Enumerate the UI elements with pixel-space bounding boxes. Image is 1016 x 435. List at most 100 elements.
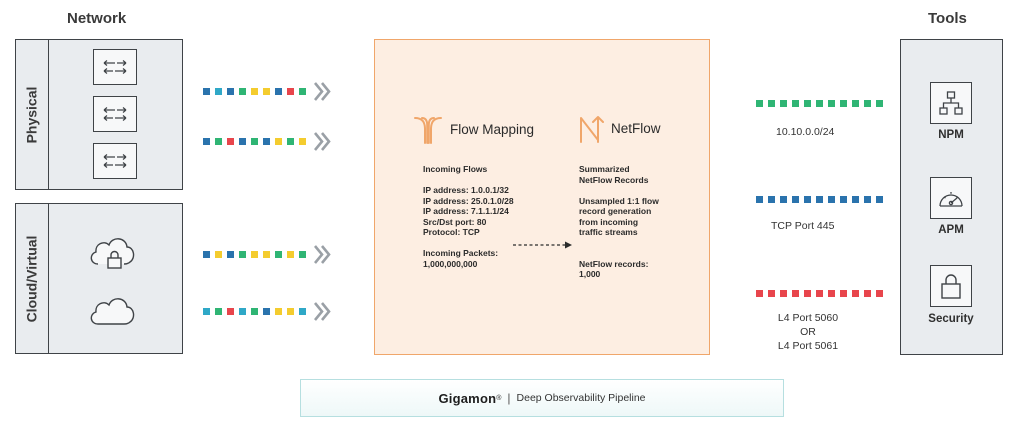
packet-square <box>251 251 258 258</box>
cloud-icon <box>86 290 138 335</box>
incoming-flows-line <box>423 175 514 186</box>
packet-square <box>215 88 222 95</box>
netflow-records-line <box>579 185 659 196</box>
netflow-title: NetFlow <box>611 121 661 136</box>
netflow-records-line: 1,000 <box>579 269 601 279</box>
packet-square <box>227 88 234 95</box>
packet-square <box>239 251 246 258</box>
apm-filter-label: TCP Port 445 <box>771 220 835 232</box>
netflow-records-line: Unsampled 1:1 flow <box>579 195 659 206</box>
incoming-flows-line: 1,000,000,000 <box>423 258 478 269</box>
packet-square <box>287 308 294 315</box>
incoming-stream-3 <box>203 245 331 264</box>
chevron-right-icon <box>313 82 324 101</box>
packet-square <box>792 100 799 107</box>
packet-square <box>299 308 306 315</box>
packet-square <box>263 138 270 145</box>
packet-square <box>768 100 775 107</box>
chevron-right-icon <box>320 302 331 321</box>
packet-square <box>780 196 787 203</box>
netflow-records-line: record generation <box>579 206 652 216</box>
packet-square <box>299 251 306 258</box>
packet-square <box>275 138 282 145</box>
apm-label: APM <box>938 224 964 236</box>
packet-square <box>804 290 811 297</box>
chevron-right-icon <box>320 82 331 101</box>
npm-label: NPM <box>938 129 964 141</box>
chevron-right-icon <box>313 245 324 264</box>
packet-square <box>768 290 775 297</box>
packet-square <box>816 100 823 107</box>
packet-square <box>299 88 306 95</box>
packet-square <box>864 290 871 297</box>
outgoing-stream-npm <box>756 100 883 107</box>
incoming-flows-line: Src/Dst port: 80 <box>423 216 487 227</box>
packet-square <box>828 196 835 203</box>
cloud-virtual-panel <box>15 203 183 354</box>
network-topology-icon <box>930 82 972 124</box>
incoming-flows-line: IP address: 7.1.1.1/24 <box>423 206 509 216</box>
flow-mapping-title: Flow Mapping <box>450 122 535 137</box>
packet-square <box>203 138 210 145</box>
packet-square <box>287 88 294 95</box>
chevron-right-icon <box>313 302 324 321</box>
incoming-stream-4 <box>203 302 331 321</box>
security-filter-line-2: OR <box>800 326 816 338</box>
packet-square <box>215 138 222 145</box>
packet-square <box>792 290 799 297</box>
outgoing-stream-security <box>756 290 883 297</box>
switch-icon <box>93 143 137 179</box>
footer-text: Deep Observability Pipeline <box>516 392 646 404</box>
network-heading: Network <box>67 10 127 27</box>
physical-label: Physical <box>23 86 40 143</box>
packet-square <box>275 308 282 315</box>
packet-square <box>251 88 258 95</box>
netflow-records-line: traffic streams <box>579 227 638 237</box>
packet-square <box>780 100 787 107</box>
tools-heading: Tools <box>928 10 967 27</box>
packet-square <box>251 308 258 315</box>
netflow-records-line: NetFlow Records <box>579 174 649 185</box>
packet-square <box>804 100 811 107</box>
packet-square <box>227 138 234 145</box>
cloud-virtual-label: Cloud/Virtual <box>23 235 40 322</box>
packet-square <box>215 251 222 258</box>
packet-square <box>299 138 306 145</box>
netflow-records-line: from incoming <box>579 216 639 227</box>
security-filter-line-3: L4 Port 5061 <box>777 340 839 352</box>
netflow-records-line <box>579 248 659 259</box>
incoming-flows-line <box>423 238 514 249</box>
packet-square <box>263 88 270 95</box>
packet-square <box>239 88 246 95</box>
switch-icon <box>93 49 137 85</box>
packet-square <box>828 290 835 297</box>
packet-square <box>275 251 282 258</box>
netflow-icon <box>578 114 604 149</box>
packet-square <box>227 308 234 315</box>
trademark-symbol: ® <box>496 394 502 402</box>
chevron-right-icon <box>320 245 331 264</box>
packet-square <box>203 308 210 315</box>
packet-square <box>287 251 294 258</box>
cloud-label-column: Cloud/Virtual <box>15 203 49 354</box>
footer-separator: | <box>507 391 511 405</box>
incoming-flows-line: IP address: 1.0.0.1/32 <box>423 185 509 195</box>
incoming-flows-line: IP address: 25.0.1.0/28 <box>423 195 514 206</box>
packet-square <box>227 251 234 258</box>
packet-square <box>792 196 799 203</box>
security-label: Security <box>928 313 974 325</box>
chevron-right-icon <box>320 132 331 151</box>
incoming-flows-line: Incoming Packets: <box>423 248 499 258</box>
gauge-icon <box>930 177 972 219</box>
footer-banner: Gigamon ® | Deep Observability Pipeline <box>300 379 784 417</box>
packet-square <box>251 138 258 145</box>
packet-square <box>840 196 847 203</box>
incoming-flows-line: Incoming Flows <box>423 164 488 174</box>
cloud-lock-icon <box>86 228 138 277</box>
packet-square <box>804 196 811 203</box>
gigamon-logo: Gigamon <box>438 390 497 406</box>
packet-square <box>263 308 270 315</box>
outgoing-stream-apm <box>756 196 883 203</box>
